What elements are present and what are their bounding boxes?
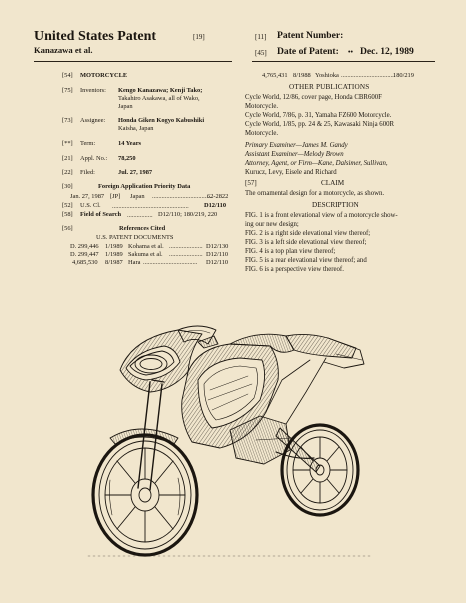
assistant-examiner: Assistant Examiner—Melody Brown xyxy=(245,151,344,158)
publication-line: Cycle World, 7/86, p. 31, Yamaha FZ600 M… xyxy=(245,112,392,119)
inventors-line-2: Takahiro Asakawa, all of Wako, xyxy=(118,95,200,102)
num-code: [11] xyxy=(255,33,267,41)
inventors-label: Inventors: xyxy=(80,87,106,94)
right-header-rule xyxy=(252,61,435,62)
filed-label: Filed: xyxy=(80,169,95,176)
claim-heading: CLAIM xyxy=(321,179,345,187)
refs-heading: References Cited xyxy=(119,225,166,232)
inventors-code: [75] xyxy=(62,87,73,94)
doc-dots: ..................... xyxy=(169,243,203,250)
publication-line: Cycle World, 1/85, pp. 24 & 25, Kawasaki… xyxy=(245,121,395,128)
publication-line: Cycle World, 12/86, cover page, Honda CB… xyxy=(245,94,382,101)
doc-number: 4,685,530 xyxy=(72,259,98,266)
doc-dots: .................................. xyxy=(143,259,198,266)
date-label: Date of Patent: xyxy=(277,46,339,57)
description-heading: DESCRIPTION xyxy=(312,201,359,209)
assignee-code: [73] xyxy=(62,117,73,124)
inventors-line-1: Kengo Kanazawa; Kenji Tako; xyxy=(118,87,203,94)
docs-heading: U.S. PATENT DOCUMENTS xyxy=(96,234,174,241)
cited-class: 180/219 xyxy=(393,72,414,79)
priority-cc: [JP] xyxy=(110,193,121,200)
invention-title: MOTORCYCLE xyxy=(80,72,128,79)
doc-class: D12/130 xyxy=(206,243,229,250)
publication-line: Motorcycle. xyxy=(245,103,279,110)
doc-date: 1/1989 xyxy=(105,243,123,250)
appl-code: [21] xyxy=(62,155,73,162)
doc-class: D12/110 xyxy=(206,251,229,258)
priority-dots: ...................................... xyxy=(152,193,213,200)
priority-date: Jan. 27, 1987 xyxy=(70,193,105,200)
term-label: Term: xyxy=(80,140,96,147)
doc-dots: ..................... xyxy=(169,251,203,258)
title-code-54: [54] xyxy=(62,72,73,79)
field-label: Field of Search xyxy=(80,211,122,218)
attorney-line-1: Attorney, Agent, or Firm—Kane, Dalsimer,… xyxy=(245,160,388,167)
inventors-line-3: Japan xyxy=(118,103,133,110)
doc-name: Sakuma et al. xyxy=(128,251,163,258)
doc-number: D. 299,447 xyxy=(70,251,99,258)
appl-label: Appl. No.: xyxy=(80,155,108,162)
uscl-value: D12/110 xyxy=(204,202,227,209)
title-code: [19] xyxy=(193,33,205,41)
field-code: [58] xyxy=(62,211,73,218)
cited-dots: .................................. xyxy=(341,72,396,79)
rear-wheel xyxy=(280,423,360,517)
left-header-rule xyxy=(34,61,232,62)
inventor-short: Kanazawa et al. xyxy=(34,45,93,55)
date-mark: •• xyxy=(348,48,353,56)
description-line: FIG. 1 is a front elevational view of a … xyxy=(245,212,398,219)
claim-text: The ornamental design for a motorcycle, … xyxy=(245,190,385,197)
priority-code: [30] xyxy=(62,183,73,190)
description-line: ing our new design; xyxy=(245,221,299,228)
doc-name: Kohama et al. xyxy=(128,243,164,250)
cited-date: 8/1988 xyxy=(293,72,311,79)
other-publications-heading: OTHER PUBLICATIONS xyxy=(289,83,370,91)
description-line: FIG. 6 is a perspective view thereof. xyxy=(245,266,344,273)
refs-code: [56] xyxy=(62,225,73,232)
term-code: [**] xyxy=(62,140,73,147)
doc-class: D12/110 xyxy=(206,259,229,266)
front-wheel xyxy=(91,433,199,557)
assignee-line-1: Honda Giken Kogyo Kabushiki xyxy=(118,117,205,124)
doc-number: D. 299,446 xyxy=(70,243,99,250)
priority-country: Japan xyxy=(130,193,145,200)
priority-heading: Foreign Application Priority Data xyxy=(98,183,191,190)
assignee-line-2: Kaisha, Japan xyxy=(118,125,154,132)
priority-number: 62-2822 xyxy=(207,193,229,200)
date-value: Dec. 12, 1989 xyxy=(360,46,414,57)
description-line: FIG. 5 is a rear elevational view thereo… xyxy=(245,257,367,264)
claim-code: [57] xyxy=(245,179,257,187)
filed-code: [22] xyxy=(62,169,73,176)
description-line: FIG. 3 is a left side elevational view t… xyxy=(245,239,367,246)
description-line: FIG. 2 is a right side elevational view … xyxy=(245,230,371,237)
attorney-line-2: Kurucz, Levy, Eisele and Richard xyxy=(245,169,337,176)
motorcycle-drawing-icon xyxy=(87,325,373,557)
field-value: D12/110; 180/219, 220 xyxy=(158,211,218,218)
appl-value: 78,250 xyxy=(118,155,136,162)
filed-value: Jul. 27, 1987 xyxy=(118,169,153,176)
patent-number-label: Patent Number: xyxy=(277,30,344,41)
primary-examiner: Primary Examiner—James M. Gandy xyxy=(245,142,348,149)
description-line: FIG. 4 is a top plan view thereof; xyxy=(245,248,336,255)
cited-name: Yoshioka xyxy=(315,72,339,79)
assignee-label: Assignee: xyxy=(80,117,106,124)
uscl-dots: ........................................… xyxy=(112,203,189,210)
uscl-label: U.S. Cl. xyxy=(80,202,101,209)
patent-title: United States Patent xyxy=(34,29,157,44)
cited-number: 4,765,431 xyxy=(262,72,288,79)
uscl-code: [52] xyxy=(62,202,73,209)
doc-name: Hara xyxy=(128,259,141,266)
doc-date: 1/1989 xyxy=(105,251,123,258)
date-code: [45] xyxy=(255,49,267,57)
term-value: 14 Years xyxy=(118,140,142,147)
doc-date: 8/1987 xyxy=(105,259,123,266)
field-dots: ................ xyxy=(127,212,153,219)
publication-line: Motorcycle. xyxy=(245,130,279,137)
